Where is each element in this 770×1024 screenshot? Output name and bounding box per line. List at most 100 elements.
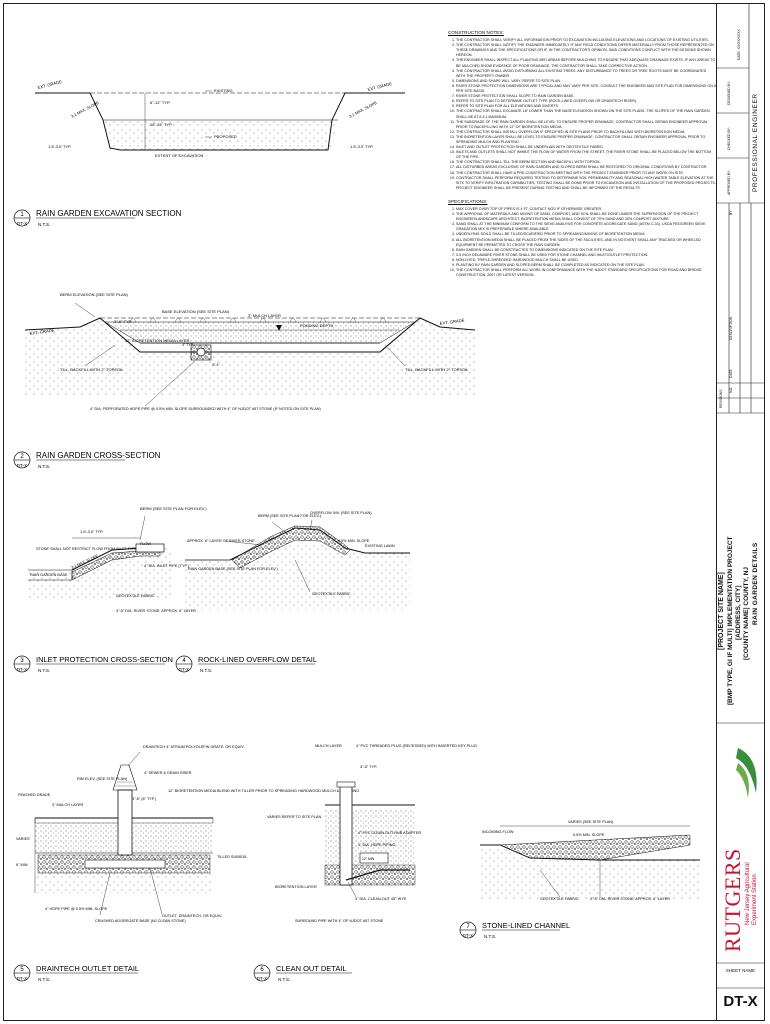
d4-label-2: APPROX. 6" LAYER OF RIVER STONE <box>187 539 255 543</box>
detail-title-5: 5 DT-X DRAINTECH OUTLET DETAIL N.T.S. <box>13 964 139 982</box>
d5-label-1: RIM ELEV. (SEE SITE PLAN) <box>77 777 128 781</box>
d2-label-9: TILL, BACKFILL WITH 2" TOPSOIL <box>405 367 469 372</box>
detail-3-number: 3 <box>20 658 24 664</box>
detail-5-sheet: DT-X <box>17 976 27 981</box>
detail-5-number: 5 <box>20 967 24 973</box>
detail-4-number: 4 <box>182 658 186 664</box>
construction-note: THE CONTRACTOR SHALL INSTALL OVERFLOW IF… <box>456 130 716 135</box>
specifications-list: MAX COVER OVER TOP OF PIPES IS 4 FT. CON… <box>448 207 716 278</box>
d1-label-8: EXTENT OF EXCAVATION <box>155 153 203 158</box>
d5-label-9: 6" MIN. <box>16 863 29 867</box>
rev-description-label: DESCRIPTION <box>729 316 733 340</box>
detail-title-1: 1 DT-X RAIN GARDEN EXCAVATION SECTION N.… <box>13 209 182 227</box>
d6-label-7: 4" DIA. CLEAN-OUT 45° WYE <box>355 897 407 901</box>
detail-4-scale: N.T.S. <box>200 668 212 673</box>
d1-label-3: 3:1 MAX. SLOPE <box>70 100 100 119</box>
d1-label-9: 1.5'-3.0' TYP. <box>48 144 71 149</box>
d6-label-8: SURROUND PIPE WITH 4" OF NJDOT #57 STONE <box>295 919 384 923</box>
specification-item: MAX COVER OVER TOP OF PIPES IS 4 FT. CON… <box>456 207 716 212</box>
detail-6-scale: N.T.S. <box>278 977 290 982</box>
construction-note: THE CONTRACTOR SHALL VERIFY ALL INFORMAT… <box>456 38 716 43</box>
d4-label-0: BERM (SEE SITE PLAN FOR ELEV.) <box>258 514 322 518</box>
d1-label-5: EXT. GRADE <box>367 81 393 92</box>
construction-note: THE CONTRACTOR SHALL EXCAVATE 18" LOWER … <box>456 109 716 119</box>
d1-label-10: 1.5'-3.0' TYP. <box>350 144 373 149</box>
d2-label-0: BERM ELEVATION (SEE SITE PLAN) <box>60 292 129 297</box>
detail-1-title: RAIN GARDEN EXCAVATION SECTION <box>36 209 182 218</box>
specification-item: THE APPROVAL OF MATERIALS AND MIXING OF … <box>456 212 716 222</box>
construction-note: REFER TO SITE PLAN FOR ALL ELEVATIONS AN… <box>456 104 716 109</box>
detail-title-3: 3 DT-X INLET PROTECTION CROSS-SECTION N.… <box>13 655 173 673</box>
d2-label-8: TILL, BACKFILL WITH 2" TOPSOIL <box>60 367 124 372</box>
construction-note: THE BIORETENTION LAYER SHALL BE LEVEL TO… <box>456 135 716 145</box>
d5-label-10: 4" HDPE PIPE @ 0.5% MIN. SLOPE <box>45 907 108 911</box>
d1-label-6: 3:1 MAX. SLOPE <box>348 100 378 119</box>
detail-title-7: 7 DT-X STONE-LINED CHANNEL N.T.S. <box>459 921 570 939</box>
d7-label-3: GEOTEXTILE FABRIC <box>540 897 579 901</box>
d7-label-1: INCOMING FLOW <box>482 830 514 834</box>
detail-1-sheet: DT-X <box>17 221 27 226</box>
detail-2-cross-section: BERM ELEVATION (SEE SITE PLAN) BASE ELEV… <box>24 292 476 411</box>
d5-label-6: 3"-6" (6" TYP.) <box>132 797 157 801</box>
d2-label-11: 4" TYP. <box>182 343 194 347</box>
detail-4-rock-lined-overflow: BERM (SEE SITE PLAN FOR ELEV.) OVERFLOW … <box>185 511 410 610</box>
construction-note: DIMENSIONS AND SHAPE WILL VARY. REFER TO… <box>456 79 716 84</box>
d4-label-3: 0.5% MIN. SLOPE <box>338 539 370 543</box>
d3-label-7: GEOTEXTILE FABRIC <box>116 594 155 598</box>
rev-date-label: DATE <box>729 369 733 378</box>
construction-note: REFER TO SITE PLAN TO DETERMINE OUTLET T… <box>456 99 716 104</box>
d2-label-7: 12" BIORETENTION MEDIA LAYER <box>125 338 190 343</box>
d2-label-12: 3"-4" <box>212 363 220 367</box>
construction-note: INLETS AND OUTLETS SHALL NOT INHIBIT THE… <box>456 150 716 160</box>
rutgers-logo-sub1: New Jersey Agricultural <box>745 862 751 925</box>
construction-note: THE CONTRACTOR SHALL TILL THE BERM SECTI… <box>456 160 716 165</box>
approved-label: APPROVED BY: <box>727 169 731 195</box>
specification-item: RAIN GARDEN SHALL BE CONSTRUCTED TO DIME… <box>456 248 716 253</box>
detail-7-sheet: DT-X <box>463 933 473 938</box>
d5-label-2: 4" SEWER & DRAIN RISER <box>144 771 192 775</box>
specification-item: SAND SHALL AT THE MINIMUM CONFORM TO THE… <box>456 222 716 232</box>
d2-label-1: BASE ELEVATION (SEE SITE PLAN) <box>162 309 230 314</box>
d6-label-6: BIORETENTION LAYER <box>275 885 317 889</box>
detail-3-inlet-protection: BERM (SEE SITE PLAN FOR ELEV.) 1.5'-3.0'… <box>28 506 207 613</box>
d5-label-5: 3" MULCH LAYER <box>52 803 83 807</box>
project-county: [COUNTY NAME] COUNTY, NJ <box>743 566 750 660</box>
d5-label-12: OUTLET, DRAINTECH, OR EQUIV. <box>162 914 222 918</box>
detail-3-sheet: DT-X <box>17 667 27 672</box>
detail-5-title: DRAINTECH OUTLET DETAIL <box>36 964 139 973</box>
d6-label-0: MULCH LAYER <box>315 744 342 748</box>
d6-label-9: 12" MIN. <box>362 857 375 861</box>
construction-note: CONTRACTOR SHALL PERFORM REQUIRED TESTIN… <box>456 176 716 191</box>
rutgers-logo-sub2: Experiment Station <box>752 874 758 925</box>
d3-label-1: 1.5'-3.0' TYP. <box>80 529 103 534</box>
detail-2-sheet: DT-X <box>17 463 27 468</box>
d1-label-2: 6"-12" TYP. <box>150 100 170 105</box>
detail-7-scale: N.T.S. <box>484 934 496 939</box>
notes-block: CONSTRUCTION NOTES: THE CONTRACTOR SHALL… <box>448 30 716 286</box>
project-address: [ADDRESS, CITY] <box>735 585 742 640</box>
checked-label: CHECKED BY: <box>727 127 731 150</box>
title-block <box>716 3 765 1021</box>
rutgers-logo-mark <box>736 748 757 793</box>
d1-label-0: EXT. GRADE <box>37 79 63 90</box>
d5-label-11: CRUSHED AGGREGATE BASE (NJ CLEAN STONE) <box>95 919 186 923</box>
detail-title-2: 2 DT-X RAIN GARDEN CROSS-SECTION N.T.S. <box>13 451 161 469</box>
project-type: [BMP TYPE, GI IF MULTI] IMPLEMENTATION P… <box>727 536 734 705</box>
d5-label-8: TILLED SUBSOIL <box>217 855 247 859</box>
d3-label-4: FLOW <box>140 542 151 546</box>
specification-item: NON-DYED, TRIPLE-SHREDDED HARDWOOD MULCH… <box>456 258 716 263</box>
detail-4-sheet: DT-X <box>179 667 189 672</box>
d7-label-2: 0.5% MIN. SLOPE <box>573 833 605 837</box>
d3-label-2: STONE SHALL NOT RESTRICT FLOW FROM INLET… <box>36 547 137 551</box>
d7-label-0: VARIES (SEE SITE PLAN) <box>568 820 614 824</box>
revisions-label: REVISIONS <box>719 389 723 408</box>
d2-label-6: EXT. GRADE <box>439 318 465 326</box>
engineer-heading: PROFESSIONAL ENGINEER <box>752 93 759 192</box>
detail-1-excavation-section: EXT. GRADE EXISTING 6"-12" TYP. 3:1 MAX.… <box>35 79 405 158</box>
d5-label-7: VARIES <box>16 837 30 841</box>
d6-label-3: VARIES REFER TO SITE PLAN <box>267 815 321 819</box>
d1-label-1: EXISTING <box>214 88 233 93</box>
d2-label-10: 4" DIA. PERFORATED HDPE PIPE @ 0.5% MIN.… <box>90 407 322 411</box>
drawing-sheet <box>3 3 765 1021</box>
d5-label-4: FINISHED GRADE <box>18 793 51 797</box>
